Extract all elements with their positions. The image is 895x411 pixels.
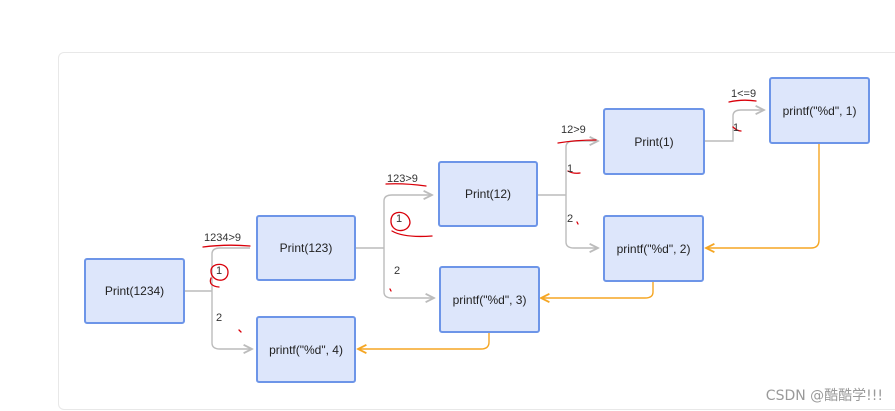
branch-print12-b [565,195,598,248]
node-label: printf("%d", 2) [616,241,691,256]
step-label: 2 [394,265,401,277]
condition-label: 1234>9 [204,232,242,244]
node-label: printf("%d", 3) [452,292,527,307]
step-label: 2 [216,312,223,324]
node-print-123: Print(123) [256,215,356,281]
step-label: 1 [396,213,403,225]
condition-label: 12>9 [561,124,586,136]
step-label: 2 [567,213,574,225]
return-printf1 [706,144,820,248]
step-label: 1 [216,265,223,277]
node-label: printf("%d", 4) [269,342,343,357]
node-label: Print(1234) [104,284,165,298]
node-print-1: Print(1) [603,108,705,175]
watermark: CSDN @酷酷学!!! [765,388,883,404]
branch-print1234 [184,247,252,349]
node-printf-3: printf("%d", 3) [439,266,540,333]
node-label: printf("%d", 1) [782,103,857,118]
return-printf2 [541,282,654,298]
node-label: Print(12) [464,187,511,201]
node-printf-1: printf("%d", 1) [769,77,870,144]
branch-print123-a [356,195,432,249]
node-print-12: Print(12) [438,161,538,227]
node-label: Print(1) [634,134,674,149]
node-printf-2: printf("%d", 2) [603,215,704,282]
return-printf3 [358,333,490,349]
node-label: Print(123) [279,241,333,255]
branch-print1 [705,110,764,142]
step-label: 1 [567,163,574,175]
condition-label: 123>9 [387,173,418,185]
node-printf-4: printf("%d", 4) [256,316,356,383]
node-print-1234: Print(1234) [84,258,185,324]
step-label: 1 [733,122,740,134]
condition-label: 1<=9 [731,88,757,100]
branch-print123-b [383,248,434,298]
